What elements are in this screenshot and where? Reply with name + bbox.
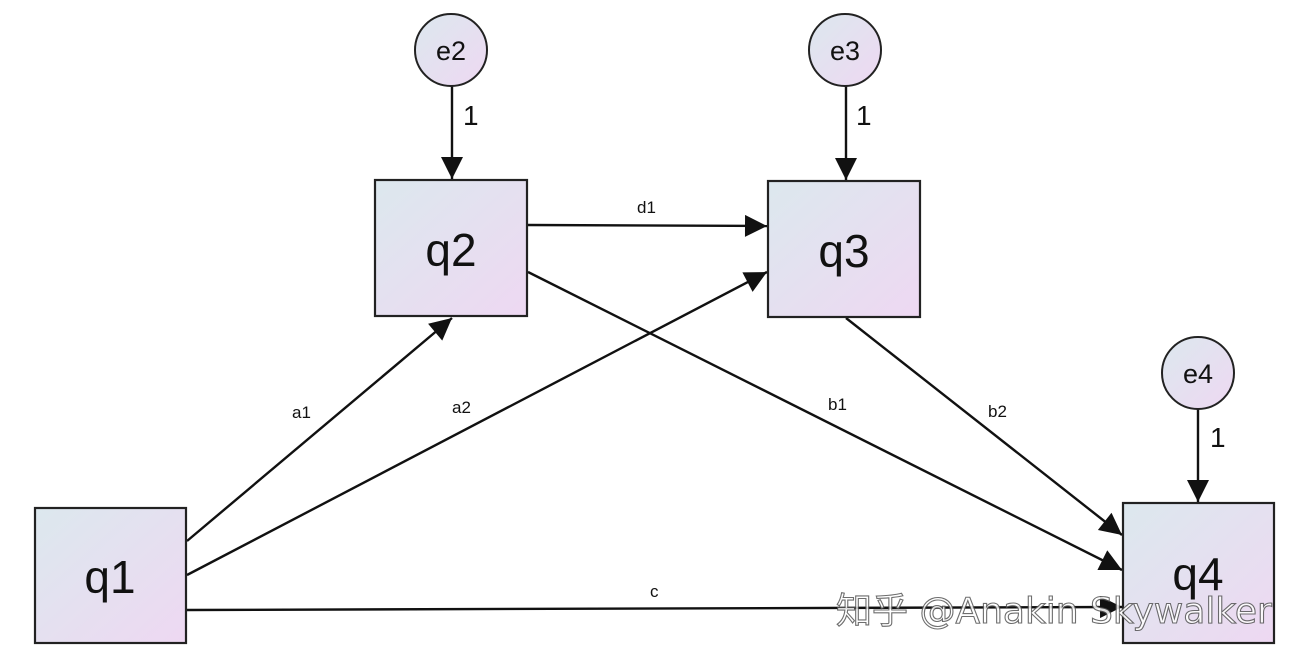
watermark: 知乎 @Anakin Skywalker: [836, 591, 1272, 632]
path-c-arrow: [186, 596, 1123, 619]
node-q2-label: q2: [425, 224, 476, 276]
node-e4[interactable]: e4: [1161, 336, 1235, 410]
path-e4-q4-label: 1: [1210, 422, 1226, 453]
node-q1[interactable]: q1: [33, 506, 188, 645]
path-c-label: c: [650, 582, 659, 601]
path-d1-label: d1: [637, 198, 656, 217]
path-b2-label: b2: [988, 402, 1007, 421]
node-q4-label: q4: [1172, 548, 1223, 600]
path-a2-label: a2: [452, 398, 471, 417]
path-b1-arrow: [527, 270, 1123, 572]
node-e3[interactable]: e3: [808, 13, 882, 87]
path-a2-arrow: [186, 270, 768, 577]
node-e3-label: e3: [830, 36, 860, 66]
path-d1-arrow: [527, 214, 768, 237]
path-e2-q2-label: 1: [463, 100, 479, 131]
path-a1-label: a1: [292, 403, 311, 422]
path-b1-label: b1: [828, 395, 847, 414]
node-q3-label: q3: [818, 225, 869, 277]
node-q2[interactable]: q2: [373, 178, 529, 318]
node-q1-label: q1: [84, 551, 135, 603]
node-e2-label: e2: [436, 36, 466, 66]
path-b2-arrow: [845, 317, 1123, 536]
node-q3[interactable]: q3: [766, 179, 922, 319]
path-e3-q3-label: 1: [856, 100, 872, 131]
path-a1-arrow: [186, 317, 453, 542]
node-q4[interactable]: q4: [1121, 501, 1276, 645]
node-e4-label: e4: [1183, 359, 1213, 389]
node-e2[interactable]: e2: [414, 13, 488, 87]
